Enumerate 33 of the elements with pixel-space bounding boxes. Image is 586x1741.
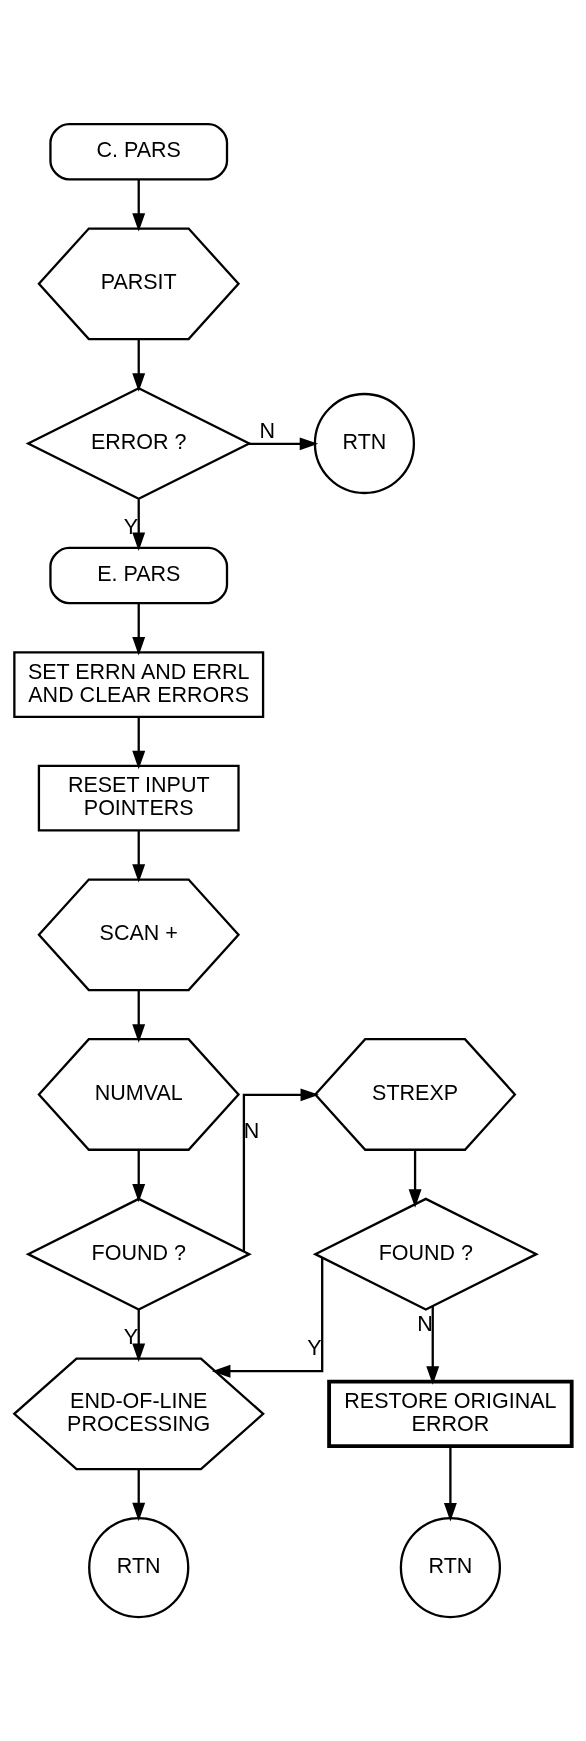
node-circle: RTN	[313, 392, 416, 495]
arrow	[132, 990, 146, 1043]
arrow	[426, 1306, 440, 1385]
edge-label: Y	[123, 514, 139, 539]
arrow	[132, 179, 146, 232]
node-circle: RTN	[399, 1516, 502, 1619]
node-box: RESET INPUT POINTERS	[37, 764, 240, 832]
node-box: C. PARS	[49, 123, 229, 181]
edge-label: N	[243, 1119, 260, 1144]
node-box: SET ERRN AND ERRL AND CLEAR ERRORS	[13, 651, 265, 718]
arrow	[242, 1088, 319, 1252]
arrow	[132, 1309, 146, 1362]
arrow	[132, 603, 146, 656]
arrow	[212, 1258, 324, 1378]
arrow	[132, 830, 146, 883]
node-box: RESTORE ORIGINAL ERROR	[327, 1379, 574, 1448]
arrow	[132, 1469, 146, 1522]
arrow	[443, 1446, 457, 1522]
edge-label: N	[259, 419, 275, 444]
node-box: E. PARS	[49, 546, 229, 605]
arrow	[408, 1149, 422, 1208]
node-diamond: ERROR ?	[25, 386, 252, 501]
arrow	[132, 499, 146, 551]
arrow	[132, 1149, 146, 1203]
arrow	[248, 437, 319, 451]
edge-label: N	[417, 1311, 433, 1336]
arrow	[132, 716, 146, 770]
node-diamond: FOUND ?	[312, 1197, 539, 1311]
arrow	[132, 339, 146, 392]
edge-label: Y	[123, 1325, 139, 1350]
node-diamond: FOUND ?	[25, 1197, 252, 1311]
node-circle: RTN	[88, 1516, 190, 1619]
edge-label: Y	[307, 1336, 322, 1361]
